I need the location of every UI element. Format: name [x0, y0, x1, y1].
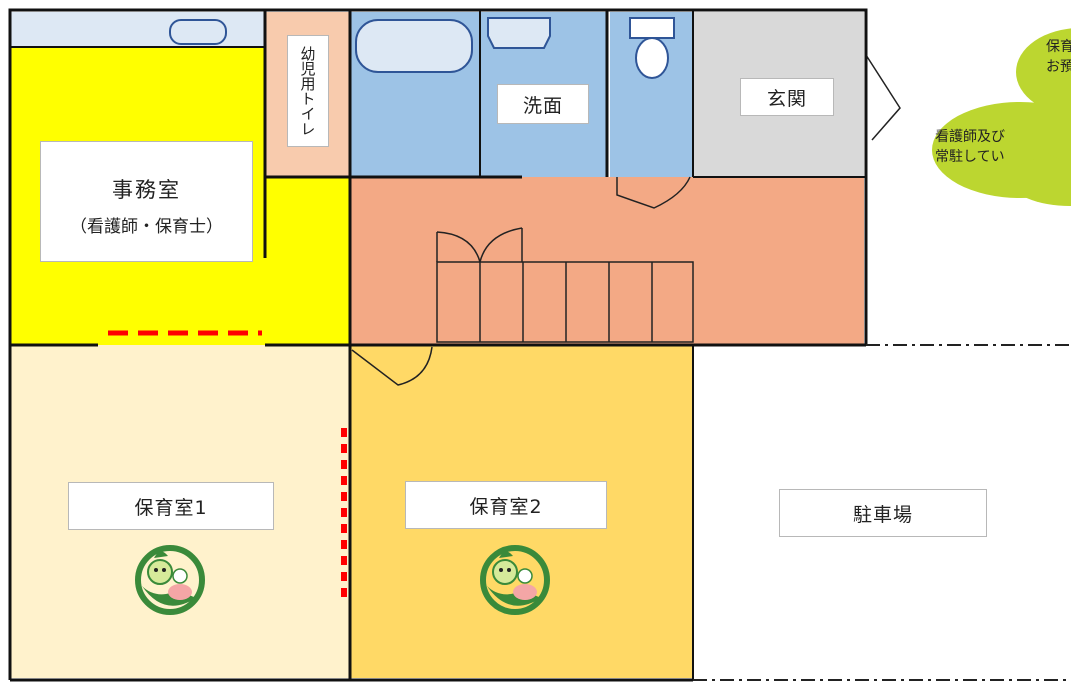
door-swings [351, 54, 901, 386]
parking-label: 駐車場 [779, 489, 987, 537]
mascot1-icon [135, 545, 205, 615]
toilet-tank-icon [629, 17, 675, 39]
storage-fixture-icon [169, 19, 227, 45]
infant-toilet-label: 幼児用トイレ [287, 35, 329, 147]
entrance-label: 玄関 [740, 78, 834, 116]
toilet-bowl-icon [635, 37, 669, 79]
staircase [436, 227, 694, 343]
mascot2-icon [480, 545, 550, 615]
hallway-room [350, 177, 864, 345]
office-title: 事務室 [112, 178, 181, 202]
note-line-3: 看護師及び [935, 129, 1005, 145]
note-line-1: 保育 [1046, 39, 1071, 55]
office-subtitle: （看護師・保育士） [70, 217, 223, 237]
washroom-label: 洗面 [497, 84, 589, 124]
nursery2-label: 保育室2 [405, 481, 607, 529]
walls [8, 8, 868, 682]
sink-icon [487, 17, 551, 49]
note-line-2: お預 [1046, 59, 1071, 75]
office-label: 事務室 （看護師・保育士） [40, 141, 253, 262]
note-cloud [932, 28, 1071, 206]
bathtub-icon [355, 19, 473, 73]
nursery1-label: 保育室1 [68, 482, 274, 530]
note-line-4: 常駐してい [935, 149, 1005, 165]
